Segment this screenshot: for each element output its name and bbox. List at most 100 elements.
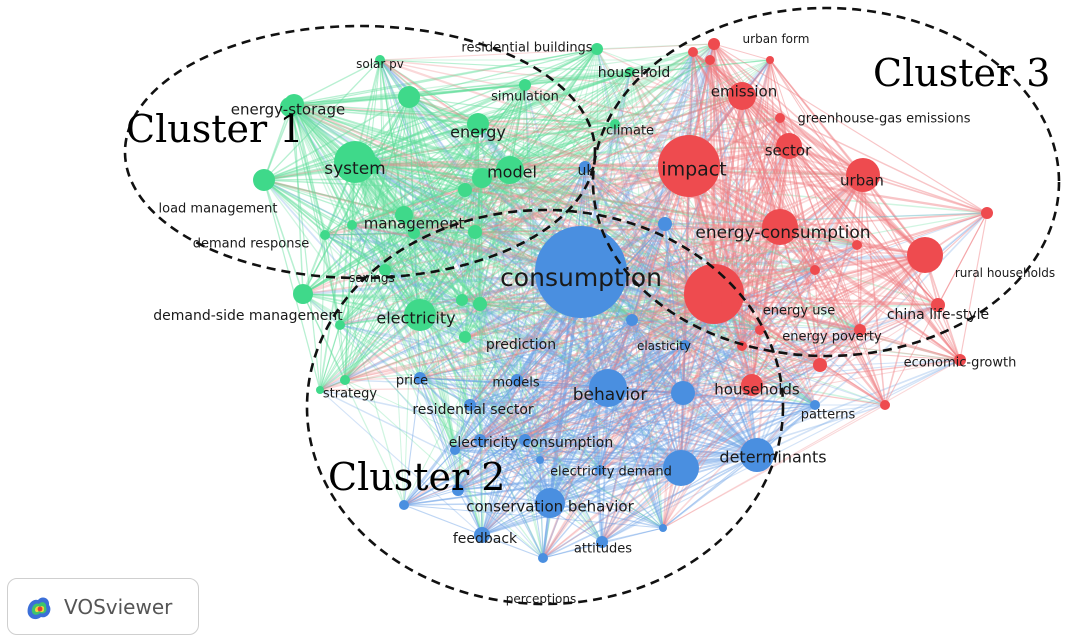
network-node-unlabeled[interactable] [450,445,460,455]
node-feedback[interactable] [474,527,490,543]
network-node-unlabeled[interactable] [473,297,487,311]
network-node-unlabeled[interactable] [335,320,345,330]
node-perceptions[interactable] [538,553,548,563]
network-node-unlabeled[interactable] [536,456,544,464]
network-node-unlabeled[interactable] [316,386,324,394]
node-demand-side-management[interactable] [293,284,313,304]
node-electricity-consumption[interactable] [519,434,531,446]
node-management[interactable] [395,206,413,224]
node-households[interactable] [741,374,763,396]
network-node-unlabeled[interactable] [658,217,672,231]
node-energy[interactable] [467,113,489,135]
vosviewer-badge[interactable]: VOSviewer [7,578,199,635]
edge [599,344,686,471]
network-node-unlabeled[interactable] [458,183,472,197]
node-load-management[interactable] [253,169,275,191]
network-node-unlabeled[interactable] [684,264,744,324]
network-node-unlabeled[interactable] [705,55,715,65]
node-conservation-behavior[interactable] [535,488,565,518]
node-simulation[interactable] [519,79,531,91]
node-china-life-style[interactable] [931,298,945,312]
node-savings[interactable] [379,264,391,276]
network-node-unlabeled[interactable] [659,524,667,532]
node-energy-storage[interactable] [280,97,300,117]
network-node-unlabeled[interactable] [880,400,890,410]
node-economic-growth[interactable] [954,354,966,366]
node-prediction[interactable] [459,331,471,343]
node-residential-buildings[interactable] [591,43,603,55]
edge [599,254,926,471]
node-strategy[interactable] [340,375,350,385]
network-node-unlabeled[interactable] [854,324,866,336]
edge [293,103,326,236]
network-node-unlabeled[interactable] [626,314,638,326]
node-impact[interactable] [658,135,720,197]
node-price[interactable] [414,372,426,384]
node-emission[interactable] [728,82,756,110]
edge [474,231,481,305]
node-energy-poverty[interactable] [755,325,765,335]
edge [354,161,713,316]
node-electricity-demand[interactable] [663,450,699,486]
node-energy-consumption[interactable] [762,209,798,245]
network-node-unlabeled[interactable] [456,294,468,306]
edge [729,301,939,306]
edge [729,301,886,406]
node-urban[interactable] [846,158,880,192]
network-node-unlabeled[interactable] [452,484,464,496]
network-node-unlabeled[interactable] [472,168,492,188]
edge [302,96,410,295]
node-attitudes[interactable] [596,536,608,548]
node-behavior[interactable] [589,369,627,407]
edge [479,303,761,331]
node-solar-pv[interactable] [375,55,385,65]
edge [516,48,598,381]
network-node-unlabeled[interactable] [399,500,409,510]
edge [477,71,631,125]
node-urban-form[interactable] [708,38,720,50]
edge [479,303,682,469]
network-node-unlabeled[interactable] [852,240,862,250]
network-node-unlabeled[interactable] [398,86,420,108]
node-residential-sector[interactable] [464,399,476,411]
node-uk[interactable] [579,161,591,173]
node-demand-response[interactable] [320,230,330,240]
node-system[interactable] [334,141,376,183]
edge [539,223,666,461]
node-household[interactable] [625,67,635,77]
node-model[interactable] [496,156,524,184]
edge [454,319,633,451]
node-models[interactable] [511,374,523,386]
edge [477,123,551,504]
network-node-unlabeled[interactable] [688,47,698,57]
node-sector[interactable] [776,133,802,159]
network-node-unlabeled[interactable] [981,207,993,219]
node-rural-households[interactable] [907,237,943,273]
network-node-unlabeled[interactable] [347,220,357,230]
node-greenhouse-gas-emissions[interactable] [775,113,785,123]
network-node-unlabeled[interactable] [474,434,486,446]
node-determinants[interactable] [740,438,774,472]
network-node-unlabeled[interactable] [813,358,827,372]
node-electricity[interactable] [404,299,436,331]
node-consumption[interactable] [535,226,627,318]
edge [457,165,690,491]
edge [539,254,926,461]
network-node-unlabeled[interactable] [468,225,482,239]
network-node-unlabeled[interactable] [810,265,820,275]
network-node-unlabeled[interactable] [671,381,695,405]
edge [464,336,518,381]
edge [601,359,961,543]
node-climate[interactable] [610,119,620,129]
network-node-unlabeled[interactable] [408,227,420,239]
node-patterns[interactable] [810,400,820,410]
node-energy-use[interactable] [721,293,739,311]
edge [474,231,758,456]
network-node-unlabeled[interactable] [766,56,774,64]
node-elasticity[interactable] [680,340,690,350]
edge [354,84,526,163]
network-node-unlabeled[interactable] [595,465,605,475]
edge [464,189,481,305]
edge [403,504,483,536]
